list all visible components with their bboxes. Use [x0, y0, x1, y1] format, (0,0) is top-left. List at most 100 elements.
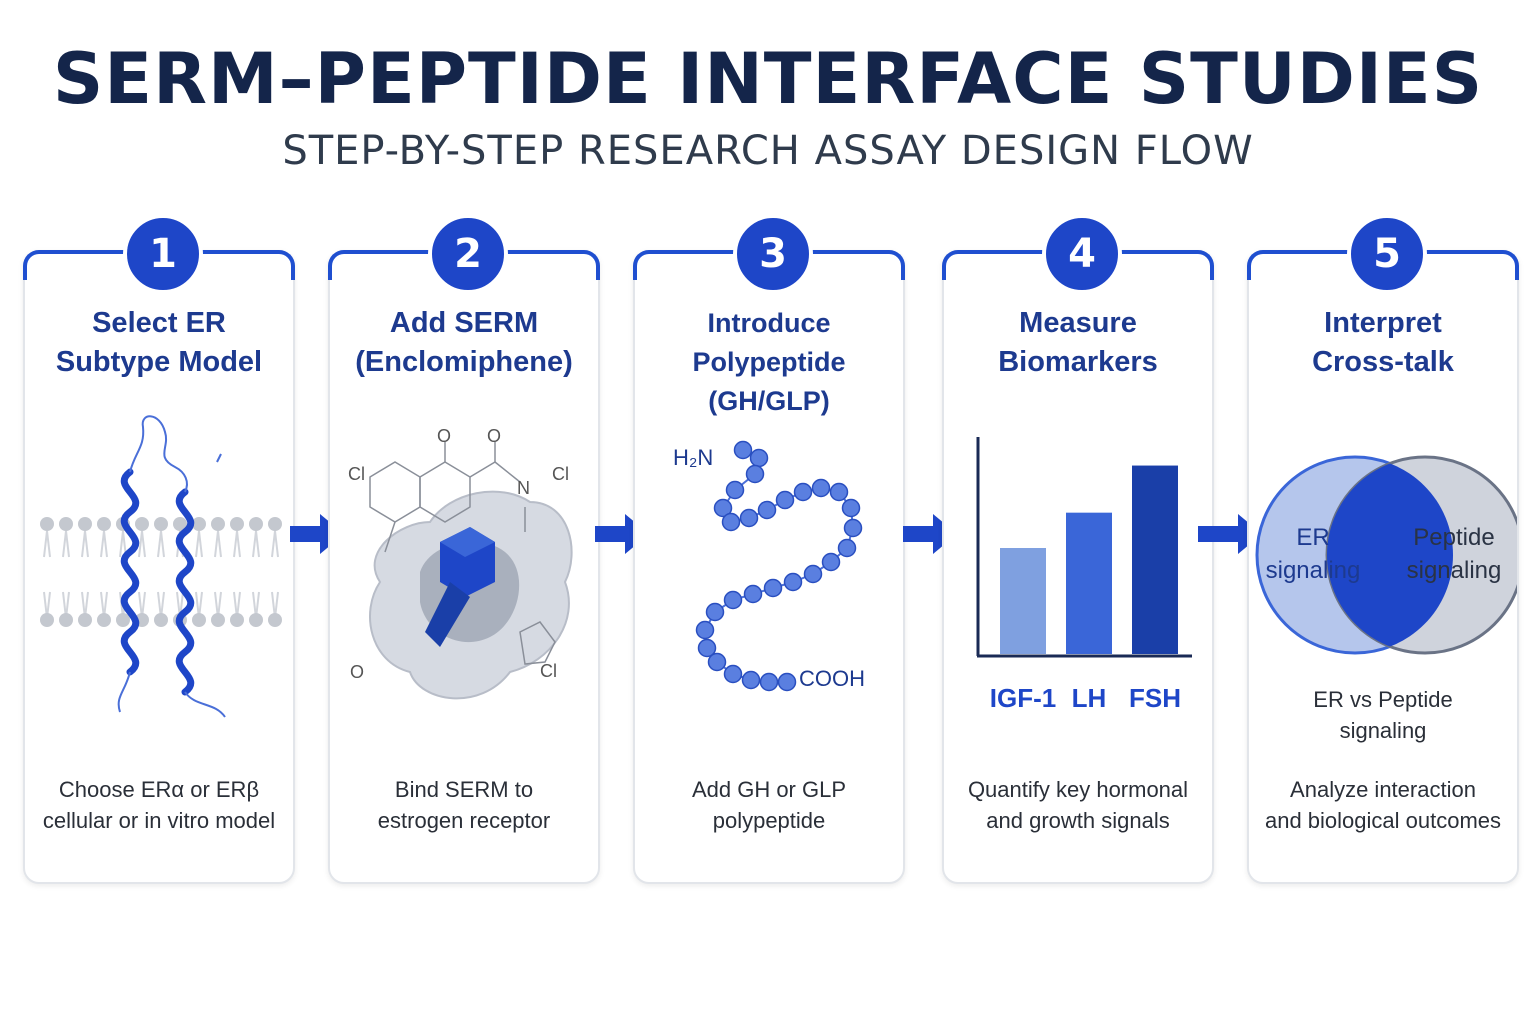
step-number-badge: 3	[733, 214, 813, 294]
arrow-right-icon	[1198, 514, 1262, 554]
amino-acid-bead	[723, 664, 743, 684]
venn-right-label: Peptide	[1413, 524, 1494, 551]
step-title-line: Subtype Model	[55, 346, 263, 378]
step-number-badge: 5	[1347, 214, 1427, 294]
step-title-line: Select ER	[92, 307, 226, 339]
amino-acid-bead	[763, 578, 783, 598]
step-title-line: Interpret	[1324, 307, 1442, 339]
amino-acid-bead	[695, 620, 715, 640]
step-title: Introduce Polypeptide (GH/GLP)	[635, 304, 903, 421]
peptide-chain-icon: H₂N COOH	[673, 440, 865, 692]
venn-diagram-icon: ER signaling Peptide signaling ER vs Pep…	[1255, 455, 1517, 743]
step-desc-line: Add GH or GLP	[691, 777, 847, 802]
step-desc-line: and growth signals	[986, 808, 1170, 833]
step-desc-line: polypeptide	[712, 808, 826, 833]
bar-label: IGF-1	[990, 683, 1056, 713]
amino-acid-bead	[745, 464, 765, 484]
step-number-badge: 2	[428, 214, 508, 294]
amino-acid-bead	[775, 490, 795, 510]
bar-fsh	[1132, 465, 1178, 654]
amino-acid-bead	[757, 500, 777, 520]
step-desc-line: estrogen receptor	[377, 808, 551, 833]
step-card-1: 1 Select ER Subtype Model Choose ERα or …	[23, 214, 295, 884]
amino-acid-bead	[733, 440, 753, 460]
step-description: Add GH or GLP polypeptide	[635, 774, 903, 836]
atom-label: O	[437, 426, 451, 446]
protein-membrane-icon	[40, 415, 282, 718]
membrane-icon	[40, 517, 282, 627]
step-desc-line: Quantify key hormonal	[967, 777, 1189, 802]
atom-label: O	[487, 426, 501, 446]
step-title-line: Cross-talk	[1312, 346, 1454, 378]
bar-chart-icon: IGF-1 LH FSH	[976, 437, 1192, 713]
bar-igf-1	[1000, 548, 1046, 654]
c-terminus-label: COOH	[799, 666, 865, 691]
amino-acid-bead	[721, 512, 741, 532]
amino-acid-bead	[793, 482, 813, 502]
amino-acid-bead	[803, 564, 823, 584]
step-number-badge: 1	[123, 214, 203, 294]
bar-label: LH	[1072, 683, 1107, 713]
n-terminus-label: H₂N	[673, 445, 713, 470]
venn-overlap	[1327, 457, 1453, 653]
step-title-line: (GH/GLP)	[708, 386, 830, 416]
step-title: Interpret Cross-talk	[1249, 304, 1517, 382]
amino-acid-bead	[723, 590, 743, 610]
atom-label: O	[350, 662, 364, 682]
amino-acid-bead	[783, 572, 803, 592]
step-title-line: Introduce Polypeptide	[692, 308, 846, 377]
amino-acid-bead	[739, 508, 759, 528]
amino-acid-bead	[843, 518, 863, 538]
venn-right-label: signaling	[1407, 557, 1502, 584]
atom-label: Cl	[348, 464, 365, 484]
venn-left-label: signaling	[1266, 557, 1361, 584]
step-description: Quantify key hormonal and growth signals	[944, 774, 1212, 836]
step-desc-line: cellular or in vitro model	[42, 808, 276, 833]
amino-acid-bead	[713, 498, 733, 518]
amino-acid-bead	[705, 602, 725, 622]
bar-label: FSH	[1129, 683, 1181, 713]
step-description: Analyze interaction and biological outco…	[1249, 774, 1517, 836]
atom-label: Cl	[540, 661, 557, 681]
atom-label: Cl	[552, 464, 569, 484]
bar-lh	[1066, 512, 1112, 654]
amino-acid-bead	[837, 538, 857, 558]
venn-left-label: ER	[1296, 524, 1329, 551]
amino-acid-bead	[707, 652, 727, 672]
step-title-line: Biomarkers	[998, 346, 1158, 378]
amino-acid-bead	[759, 672, 779, 692]
amino-acid-bead	[741, 670, 761, 690]
step-desc-line: Bind SERM to	[394, 777, 534, 802]
amino-acid-bead	[743, 584, 763, 604]
atom-label: N	[517, 478, 530, 498]
page-subtitle: STEP-BY-STEP RESEARCH ASSAY DESIGN FLOW	[282, 128, 1254, 174]
amino-acid-bead	[777, 672, 797, 692]
step-title-line: (Enclomiphene)	[355, 346, 573, 378]
amino-acid-bead	[841, 498, 861, 518]
venn-caption: ER vs Peptide	[1313, 687, 1452, 712]
molecule-binding-icon: Cl O O N Cl O Cl	[348, 426, 573, 700]
amino-acid-bead	[821, 552, 841, 572]
step-desc-line: Choose ERα or ERβ	[58, 777, 260, 802]
step-title: Measure Biomarkers	[944, 304, 1212, 382]
amino-acid-bead	[725, 480, 745, 500]
step-description: Choose ERα or ERβ cellular or in vitro m…	[25, 774, 293, 836]
step-title: Select ER Subtype Model	[25, 304, 293, 382]
step-card-2: 2 Add SERM (Enclomiphene) Cl O O N Cl O …	[328, 214, 600, 884]
amino-acid-bead	[811, 478, 831, 498]
amino-acid-bead	[829, 482, 849, 502]
amino-acid-bead	[697, 638, 717, 658]
step-title-line: Measure	[1019, 307, 1137, 339]
step-title-line: Add SERM	[389, 307, 539, 339]
step-desc-line: and biological outcomes	[1264, 808, 1502, 833]
step-card-4: 4 Measure Biomarkers IGF-1 LH FSH Quantify…	[942, 214, 1214, 884]
page-title: SERM–PEPTIDE INTERFACE STUDIES	[52, 38, 1484, 120]
step-description: Bind SERM to estrogen receptor	[330, 774, 598, 836]
step-title: Add SERM (Enclomiphene)	[330, 304, 598, 382]
step-card-3: 3 Introduce Polypeptide (GH/GLP) H₂N COO…	[633, 214, 905, 884]
step-number-badge: 4	[1042, 214, 1122, 294]
step-card-5: 5 Interpret Cross-talk ER signaling Pept…	[1247, 214, 1519, 884]
step-desc-line: Analyze interaction	[1290, 777, 1476, 802]
amino-acid-bead	[749, 448, 769, 468]
venn-caption: signaling	[1340, 718, 1427, 743]
